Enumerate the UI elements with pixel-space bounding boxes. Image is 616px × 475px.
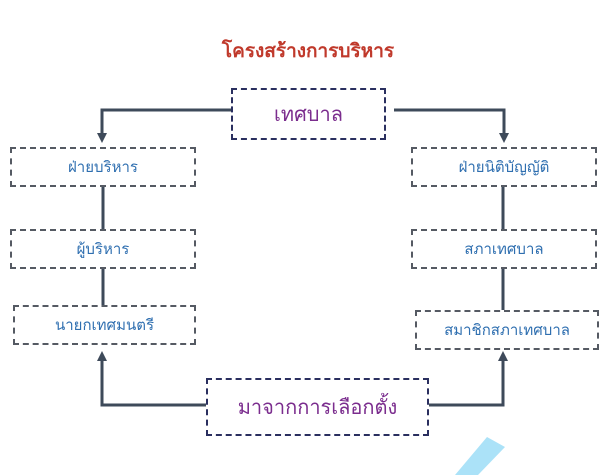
node-mayor: นายกเทศมนตรี [13,305,196,345]
node-council: สภาเทศบาล [411,229,597,269]
node-council-member: สมาชิกสภาเทศบาล [415,310,599,350]
arrow-to-council-member [428,351,508,407]
node-municipality: เทศบาล [231,88,386,140]
node-legislative-branch: ฝ่ายนิติบัญญัติ [411,147,597,187]
node-elected: มาจากการเลือกตั้ง [206,378,429,436]
arrow-to-executive-branch [97,108,232,143]
node-executive: ผู้บริหาร [10,229,196,269]
arrow-to-mayor [97,351,208,407]
diagram-title: โครงสร้างการบริหาร [221,40,395,62]
node-executive-branch: ฝ่ายบริหาร [10,147,196,187]
arrow-to-legislative-branch [394,108,509,143]
